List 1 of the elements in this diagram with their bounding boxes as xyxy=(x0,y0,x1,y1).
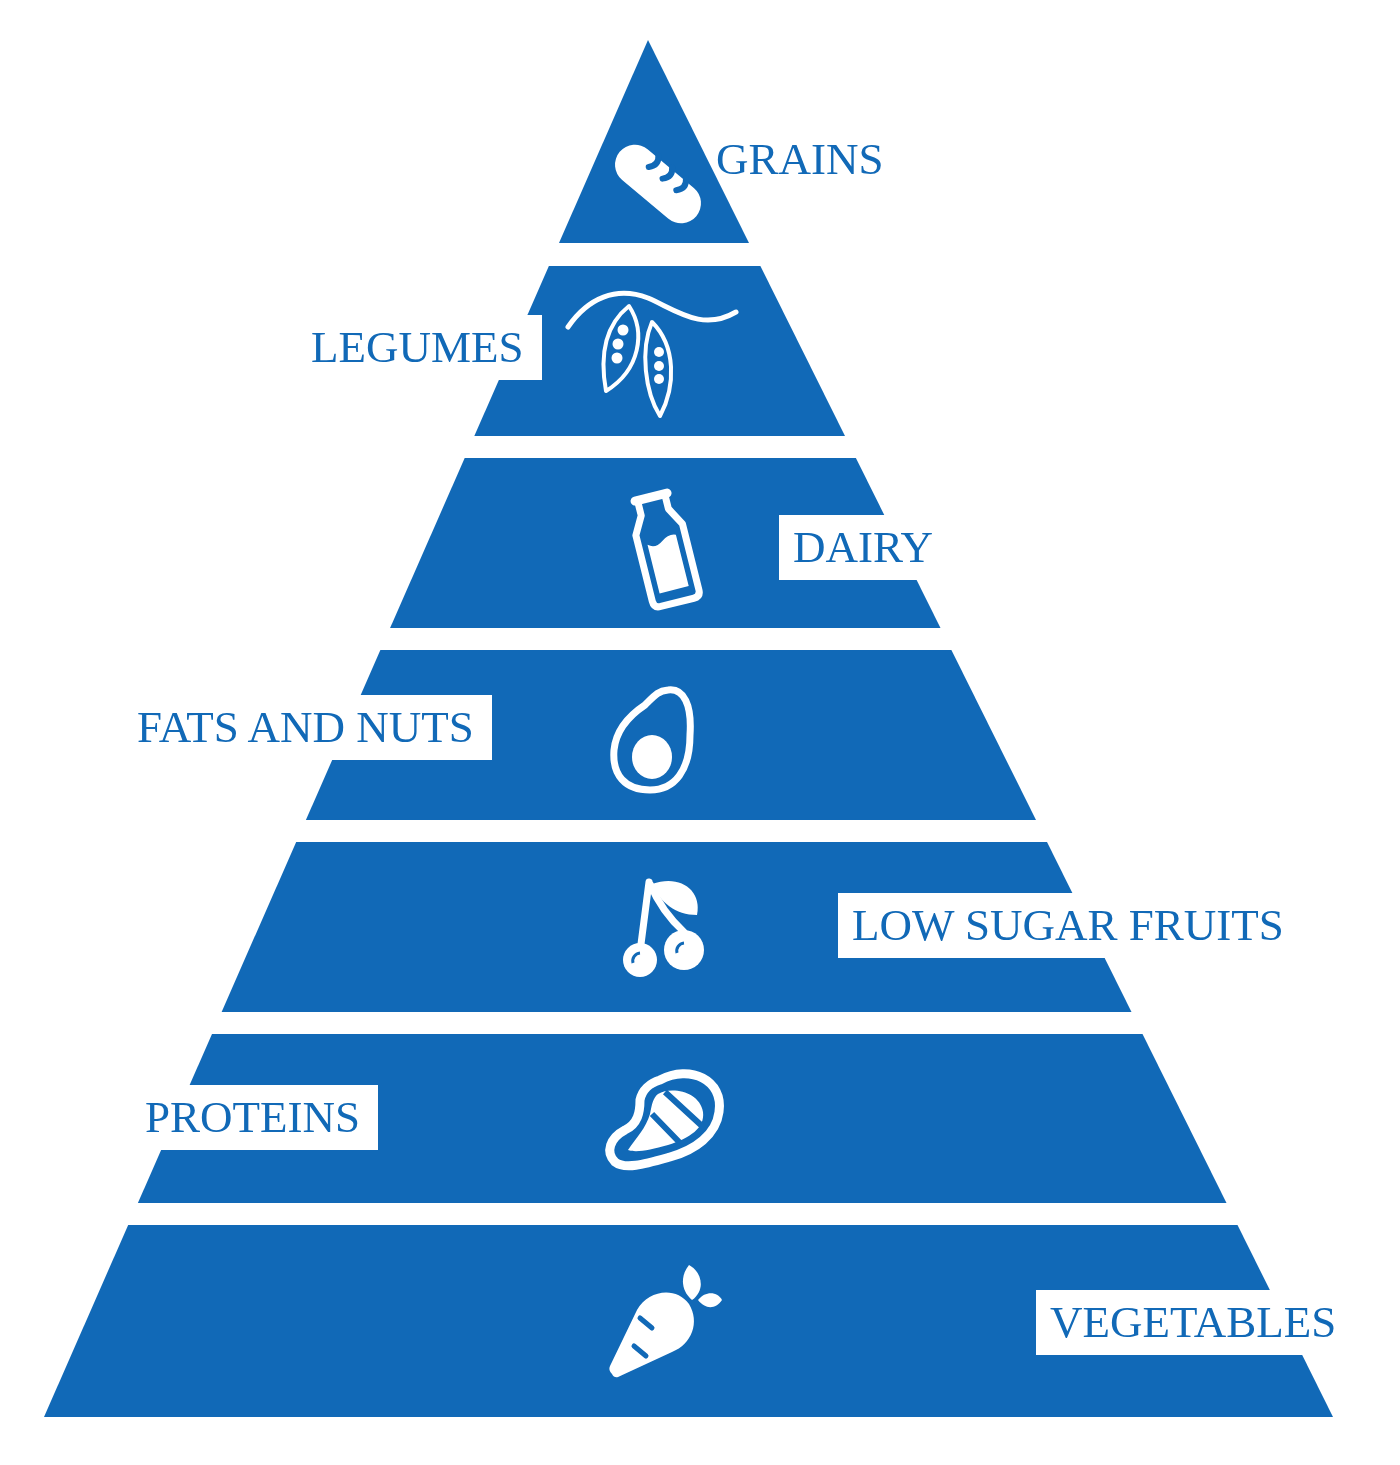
tier-label: GRAINS xyxy=(716,133,884,186)
